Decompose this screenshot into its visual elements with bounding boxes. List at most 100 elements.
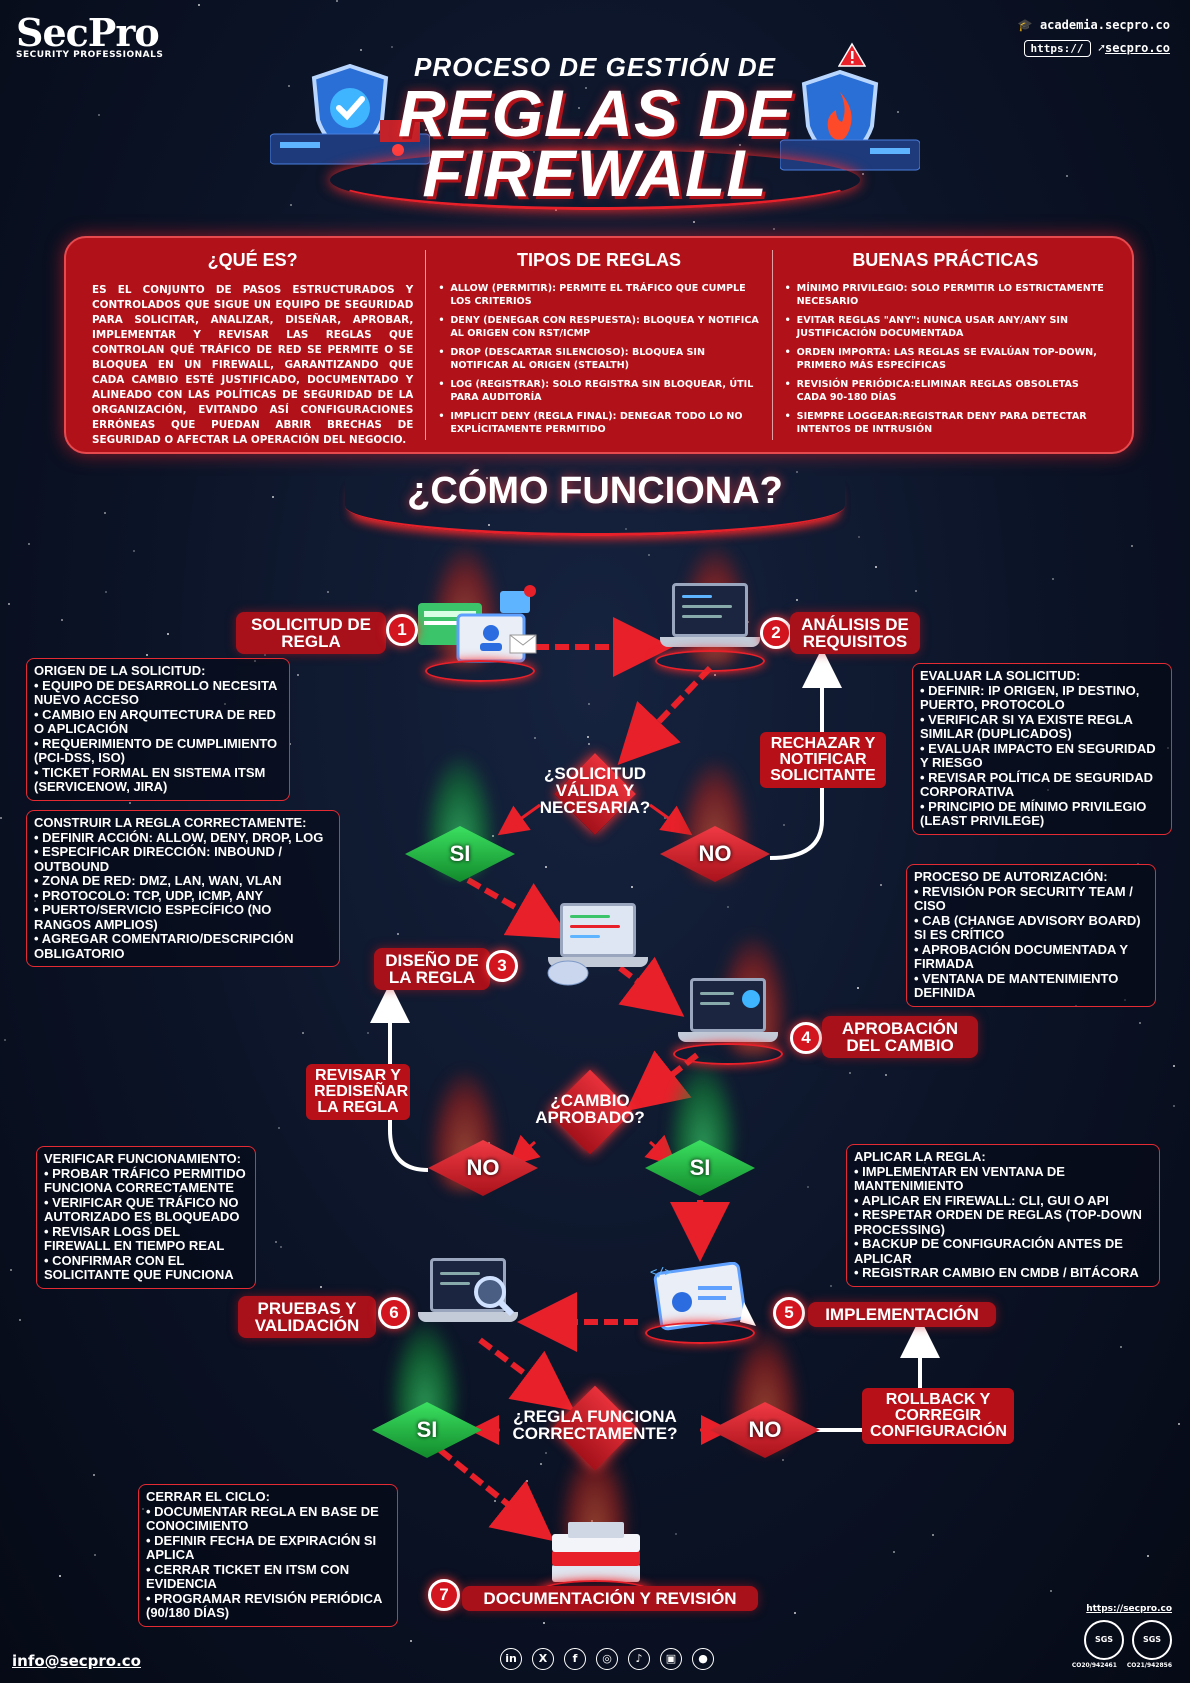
list-item: VERIFICAR QUE TRÁFICO NO AUTORIZADO ES B… [44, 1195, 248, 1225]
list-item: SIEMPRE LOGGEAR:REGISTRAR DENY PARA DETE… [785, 411, 1106, 436]
list-item: AGREGAR COMENTARIO/DESCRIPCIÓN OBLIGATOR… [34, 931, 332, 961]
star-dot [875, 566, 877, 568]
graduation-cap-icon: 🎓 [1017, 18, 1040, 32]
tiktok-icon[interactable]: ♪ [628, 1648, 650, 1670]
star-dot [783, 824, 785, 826]
step-1-label: SOLICITUD DE REGLA [236, 612, 386, 654]
star-dot [320, 1286, 322, 1288]
box-title: VERIFICAR FUNCIONAMIENTO: [44, 1151, 241, 1166]
star-dot [915, 590, 917, 592]
what-is-column: ¿QUÉ ES? Es el conjunto de pasos estruct… [80, 250, 425, 446]
arrow-2-q1 [617, 665, 713, 766]
how-heading: ¿CÓMO FUNCIONA? [407, 470, 783, 512]
list-item: EVITAR REGLAS "ANY": NUNCA USAR ANY/ANY … [785, 315, 1106, 340]
star-dot [297, 674, 299, 676]
url-bar[interactable]: https:// [1023, 40, 1091, 57]
design-laptop-icon [548, 903, 648, 969]
arrow-q1-si [497, 803, 541, 836]
list-item: REVISAR POLÍTICA DE SEGURIDAD CORPORATIV… [920, 770, 1164, 800]
star-dot [540, 1463, 542, 1465]
brand-subtitle: SECURITY PROFESSIONALS [16, 50, 164, 60]
what-is-heading: ¿QUÉ ES? [207, 250, 298, 270]
cert-code: CO20/942461 [1071, 1662, 1117, 1669]
star-dot [796, 599, 798, 601]
star-dot [648, 554, 650, 556]
no-label: NO [466, 1155, 500, 1180]
list-item: LOG (REGISTRAR): SOLO REGISTRA SIN BLOQU… [438, 379, 759, 404]
star-dot [272, 496, 274, 498]
star-dot [19, 1319, 21, 1321]
list-item: ORDEN IMPORTA: LAS REGLAS SE EVALÚAN TOP… [785, 347, 1106, 372]
list-item: REGISTRAR CAMBIO EN CMDB / BITÁCORA [854, 1265, 1152, 1281]
star-dot [714, 674, 716, 676]
x-icon[interactable]: X [532, 1648, 554, 1670]
list-item: CAB (CHANGE ADVISORY BOARD) SI ES CRÍTIC… [914, 913, 1148, 943]
cert-url[interactable]: https://secpro.co [1086, 1604, 1172, 1614]
star-dot [410, 1640, 412, 1642]
certifications: https://secpro.co SGS SGS CO20/942461 CO… [1072, 1604, 1172, 1669]
list-item: BACKUP DE CONFIGURACIÓN ANTES DE APLICAR [854, 1236, 1152, 1266]
star-dot [773, 228, 775, 230]
decision-change-approved: ¿CAMBIO APROBADO? [525, 1069, 655, 1155]
analysis-laptop-icon [660, 583, 760, 649]
star-dot [588, 743, 590, 745]
list-item: PROTOCOLO: TCP, UDP, ICMP, ANY [34, 888, 332, 904]
instagram-icon[interactable]: ◎ [596, 1648, 618, 1670]
linkedin-icon[interactable]: in [500, 1648, 522, 1670]
star-dot [1173, 1065, 1175, 1067]
star-dot [289, 743, 291, 745]
facebook-icon[interactable]: f [564, 1648, 586, 1670]
star-dot [104, 512, 106, 514]
no-label: NO [748, 1417, 782, 1442]
star-dot [1173, 1105, 1175, 1107]
page-title: PROCESO DE GESTIÓN DE REGLAS DE FIREWALL [0, 52, 1190, 206]
star-dot [858, 536, 860, 538]
star-dot [849, 1072, 851, 1074]
star-dot [779, 128, 781, 130]
star-dot [796, 471, 798, 473]
list-item: PRINCIPIO DE MÍNIMO PRIVILEGIO (LEAST PR… [920, 799, 1164, 829]
star-dot [794, 1612, 796, 1614]
step-7-label: DOCUMENTACIÓN Y REVISIÓN [462, 1586, 758, 1611]
title-line-1: PROCESO DE GESTIÓN DE [414, 52, 776, 82]
arrow-3-4 [618, 956, 685, 1017]
platform-ring [645, 1322, 755, 1344]
star-dot [1050, 1590, 1052, 1592]
list-item: REQUERIMIENTO DE CUMPLIMIENTO (PCI-DSS, … [34, 736, 282, 766]
email-link[interactable]: info@secpro.co [12, 1652, 141, 1670]
arrow-no-rechazar [769, 648, 842, 860]
star-dot [336, 0, 338, 2]
server-left-icon [269, 120, 431, 170]
cursor-icon: ➚ [1097, 41, 1105, 55]
github-icon[interactable]: ● [692, 1648, 714, 1670]
star-dot [739, 144, 741, 146]
star-dot [360, 49, 362, 51]
approval-laptop-icon [678, 978, 778, 1044]
star-dot [885, 1074, 887, 1076]
list-item: ZONA DE RED: DMZ, LAN, WAN, VLAN [34, 873, 332, 889]
secpro-logo[interactable]: SecPro SECURITY PROFESSIONALS [16, 14, 164, 61]
academia-link[interactable]: 🎓 academia.secpro.co [1017, 18, 1170, 32]
star-dot [862, 173, 864, 175]
star-dot [198, 4, 200, 6]
box-title: PROCESO DE AUTORIZACIÓN: [914, 869, 1108, 884]
site-link[interactable]: secpro.co [1104, 41, 1170, 55]
star-dot [28, 543, 30, 545]
list-item: ESPECIFICAR DIRECCIÓN: INBOUND / OUTBOUN… [34, 844, 332, 874]
star-dot [94, 1554, 96, 1556]
star-dot [555, 209, 557, 211]
sgs-seal-icon: SGS [1132, 1620, 1172, 1660]
review-redesign-action: REVISAR Y REDISEÑAR LA REGLA [306, 1064, 410, 1120]
star-dot [302, 1032, 304, 1034]
evaluate-box: EVALUAR LA SOLICITUD: DEFINIR: IP ORIGEN… [912, 663, 1172, 835]
platform-ring [673, 1043, 783, 1065]
twitch-icon[interactable]: ▣ [660, 1648, 682, 1670]
list-item: VERIFICAR SI YA EXISTE REGLA SIMILAR (DU… [920, 712, 1164, 742]
step-2-label: ANÁLISIS DE REQUISITOS [790, 612, 920, 654]
star-dot [578, 107, 580, 109]
list-item: PROBAR TRÁFICO PERMITIDO FUNCIONA CORREC… [44, 1166, 248, 1196]
warning-icon [837, 42, 867, 68]
star-dot [367, 1032, 369, 1034]
